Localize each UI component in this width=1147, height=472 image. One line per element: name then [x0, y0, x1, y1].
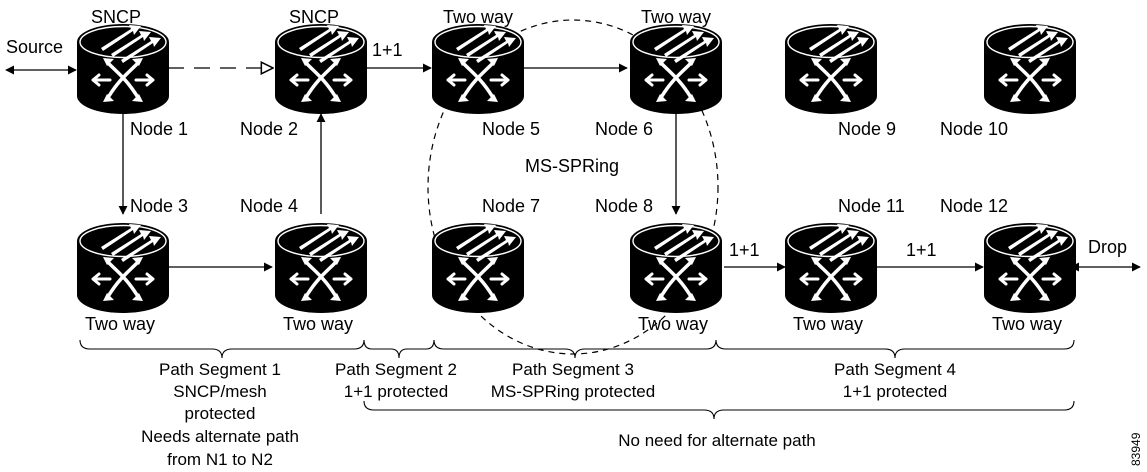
- node-10-router-icon: [982, 22, 1078, 116]
- node-12-router-icon: [982, 221, 1078, 315]
- segment-3-line-1: Path Segment 3: [512, 360, 634, 379]
- segment-1-line-5: from N1 to N2: [167, 450, 273, 469]
- node-6-router-icon: [628, 22, 724, 116]
- node-9-router-icon: [783, 22, 879, 116]
- label-n2-type: SNCP: [289, 7, 339, 27]
- label-node-8: Node 8: [595, 196, 653, 216]
- label-node-7: Node 7: [482, 196, 540, 216]
- segment-4-line-1: Path Segment 4: [834, 360, 956, 379]
- segment-1-line-2: SNCP/mesh: [173, 382, 267, 401]
- no-alternate-path-label: No need for alternate path: [618, 431, 816, 450]
- label-drop: Drop: [1088, 237, 1127, 257]
- label-n12-type: Two way: [992, 314, 1062, 334]
- label-node-12: Node 12: [940, 196, 1008, 216]
- segment-1-line-4: Needs alternate path: [141, 427, 299, 446]
- node-4-router-icon: [273, 221, 369, 315]
- segment-4-line-2: 1+1 protected: [843, 382, 947, 401]
- label-n1-type: SNCP: [91, 7, 141, 27]
- label-node-6: Node 6: [595, 119, 653, 139]
- label-node-4: Node 4: [240, 196, 298, 216]
- node-7-router-icon: [430, 221, 526, 315]
- node-8-router-icon: [628, 221, 724, 315]
- label-link-n11-n12: 1+1: [906, 240, 937, 260]
- segment-3-line-2: MS-SPRing protected: [491, 382, 655, 401]
- label-node-2: Node 2: [240, 119, 298, 139]
- label-n5-type: Two way: [443, 7, 513, 27]
- segment-1-line-3: protected: [185, 404, 256, 423]
- label-n11-type: Two way: [793, 314, 863, 334]
- segment-braces: [79, 339, 1075, 420]
- label-node-10: Node 10: [940, 119, 1008, 139]
- brace-no-alternate: [363, 400, 1075, 420]
- node-1-router-icon: [75, 22, 171, 116]
- label-node-5: Node 5: [482, 119, 540, 139]
- label-link-n2-n5: 1+1: [372, 40, 403, 60]
- figure-id: 83949: [1129, 432, 1143, 466]
- label-n8-type: Two way: [638, 314, 708, 334]
- label-node-1: Node 1: [130, 119, 188, 139]
- segment-2-line-2: 1+1 protected: [344, 382, 448, 401]
- label-n6-type: Two way: [641, 7, 711, 27]
- label-link-n8-n11: 1+1: [729, 240, 760, 260]
- node-2-router-icon: [273, 22, 369, 116]
- brace-segment-3: [433, 339, 717, 359]
- segment-1-line-1: Path Segment 1: [159, 360, 281, 379]
- connections: [5, 68, 1141, 272]
- brace-segment-2: [363, 339, 435, 359]
- ms-spring-ring: [427, 19, 719, 355]
- label-node-3: Node 3: [130, 196, 188, 216]
- label-ring: MS-SPRing: [525, 156, 619, 176]
- brace-segment-4: [715, 339, 1075, 359]
- node-11-router-icon: [783, 221, 879, 315]
- label-source: Source: [6, 37, 63, 57]
- label-node-9: Node 9: [838, 119, 896, 139]
- label-n3-type: Two way: [85, 314, 155, 334]
- brace-segment-1: [79, 339, 365, 359]
- node-5-router-icon: [430, 22, 526, 116]
- node-3-router-icon: [75, 221, 171, 315]
- label-n4-type: Two way: [283, 314, 353, 334]
- label-node-11: Node 11: [838, 196, 905, 216]
- segment-2-line-1: Path Segment 2: [335, 360, 457, 379]
